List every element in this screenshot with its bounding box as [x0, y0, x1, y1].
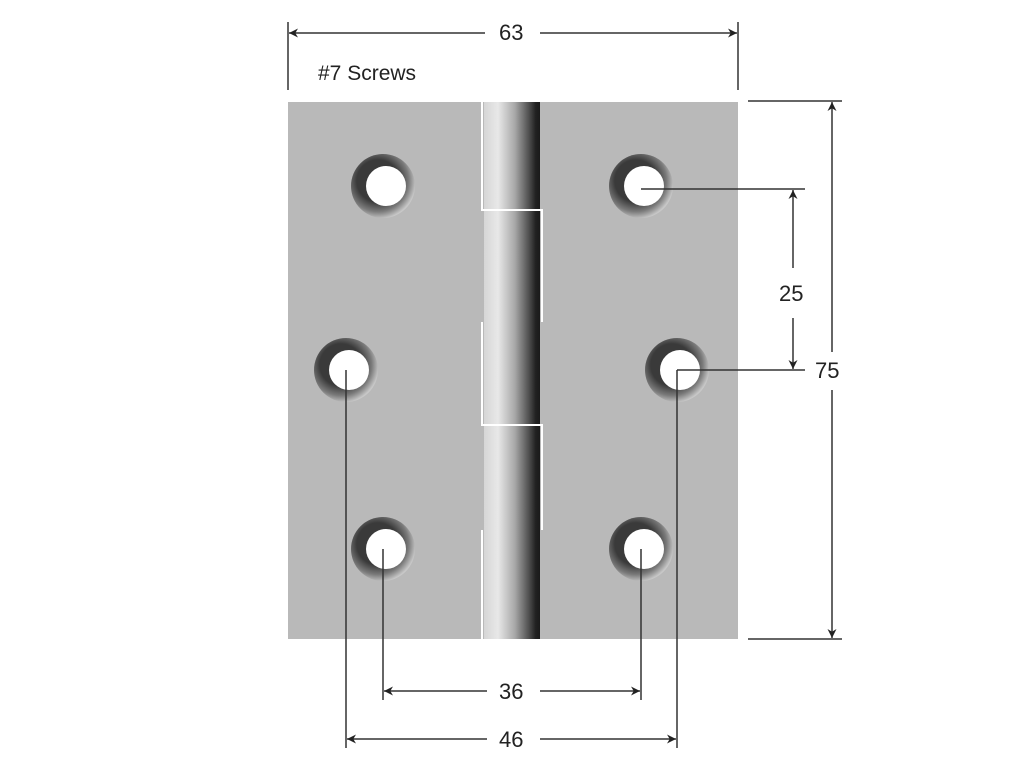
- screw-hole-icon: [609, 154, 673, 218]
- extension-lines: [287, 22, 842, 748]
- inner-hole-spacing-label: 36: [493, 681, 530, 703]
- width-dimension-label: 63: [493, 22, 530, 44]
- screw-hole-icon: [351, 154, 415, 218]
- screw-size-note: #7 Screws: [318, 62, 417, 85]
- outer-hole-spacing-label: 46: [493, 729, 530, 751]
- knuckle-joints: [481, 102, 543, 639]
- height-dimension-label: 75: [809, 360, 846, 382]
- hinge-pin: [484, 102, 540, 639]
- hole-spacing-vertical-label: 25: [773, 283, 810, 305]
- dimension-lines: [289, 28, 837, 744]
